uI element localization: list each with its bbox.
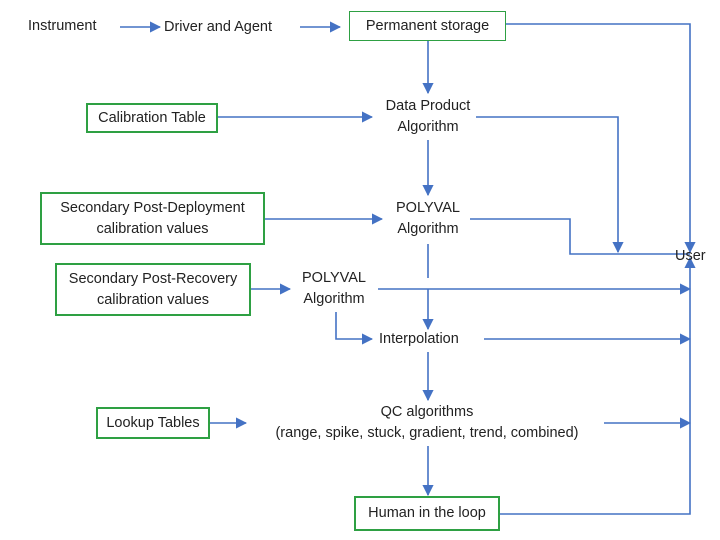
secondary-post-deployment-box: Secondary Post-Deployment calibration va… [40, 192, 265, 245]
permanent-storage-box: Permanent storage [349, 11, 506, 41]
data-product-line1: Data Product [385, 98, 471, 114]
arrow-dataproduct-to-user [476, 116, 624, 254]
lookup-tables-box: Lookup Tables [96, 407, 210, 439]
driver-agent-label: Driver and Agent [164, 19, 273, 35]
data-product-line2: Algorithm [397, 119, 459, 135]
instrument-label: Instrument [28, 18, 97, 34]
polyval-algorithm-2: POLYVAL Algorithm [290, 268, 378, 310]
qc-algorithms: QC algorithms (range, spike, stuck, grad… [250, 402, 604, 444]
secondary-post-recovery-box: Secondary Post-Recovery calibration valu… [55, 263, 251, 316]
polyval2-line2: Algorithm [303, 291, 365, 307]
polyval1-line1: POLYVAL [396, 200, 460, 216]
interpolation-label: Interpolation [379, 331, 459, 347]
arrow-polyval2-to-interpolation [335, 312, 374, 345]
polyval2-line1: POLYVAL [302, 270, 366, 286]
data-product-algorithm: Data Product Algorithm [370, 96, 486, 138]
polyval-algorithm-1: POLYVAL Algorithm [378, 198, 478, 240]
human-in-the-loop-box: Human in the loop [354, 496, 500, 531]
arrow-polyval-to-user [470, 218, 690, 255]
qc-line1: QC algorithms [380, 404, 474, 420]
post-recovery-line2: calibration values [96, 292, 210, 308]
user-label: User [675, 248, 706, 264]
polyval1-line2: Algorithm [397, 221, 459, 237]
post-deployment-line2: calibration values [96, 221, 209, 237]
post-recovery-line1: Secondary Post-Recovery [68, 271, 238, 287]
arrow-human-to-user [499, 256, 696, 515]
post-deployment-line1: Secondary Post-Deployment [60, 200, 245, 216]
arrow-storage-to-user [506, 23, 696, 254]
calibration-table-box: Calibration Table [86, 103, 218, 133]
qc-line2: (range, spike, stuck, gradient, trend, c… [275, 425, 579, 441]
